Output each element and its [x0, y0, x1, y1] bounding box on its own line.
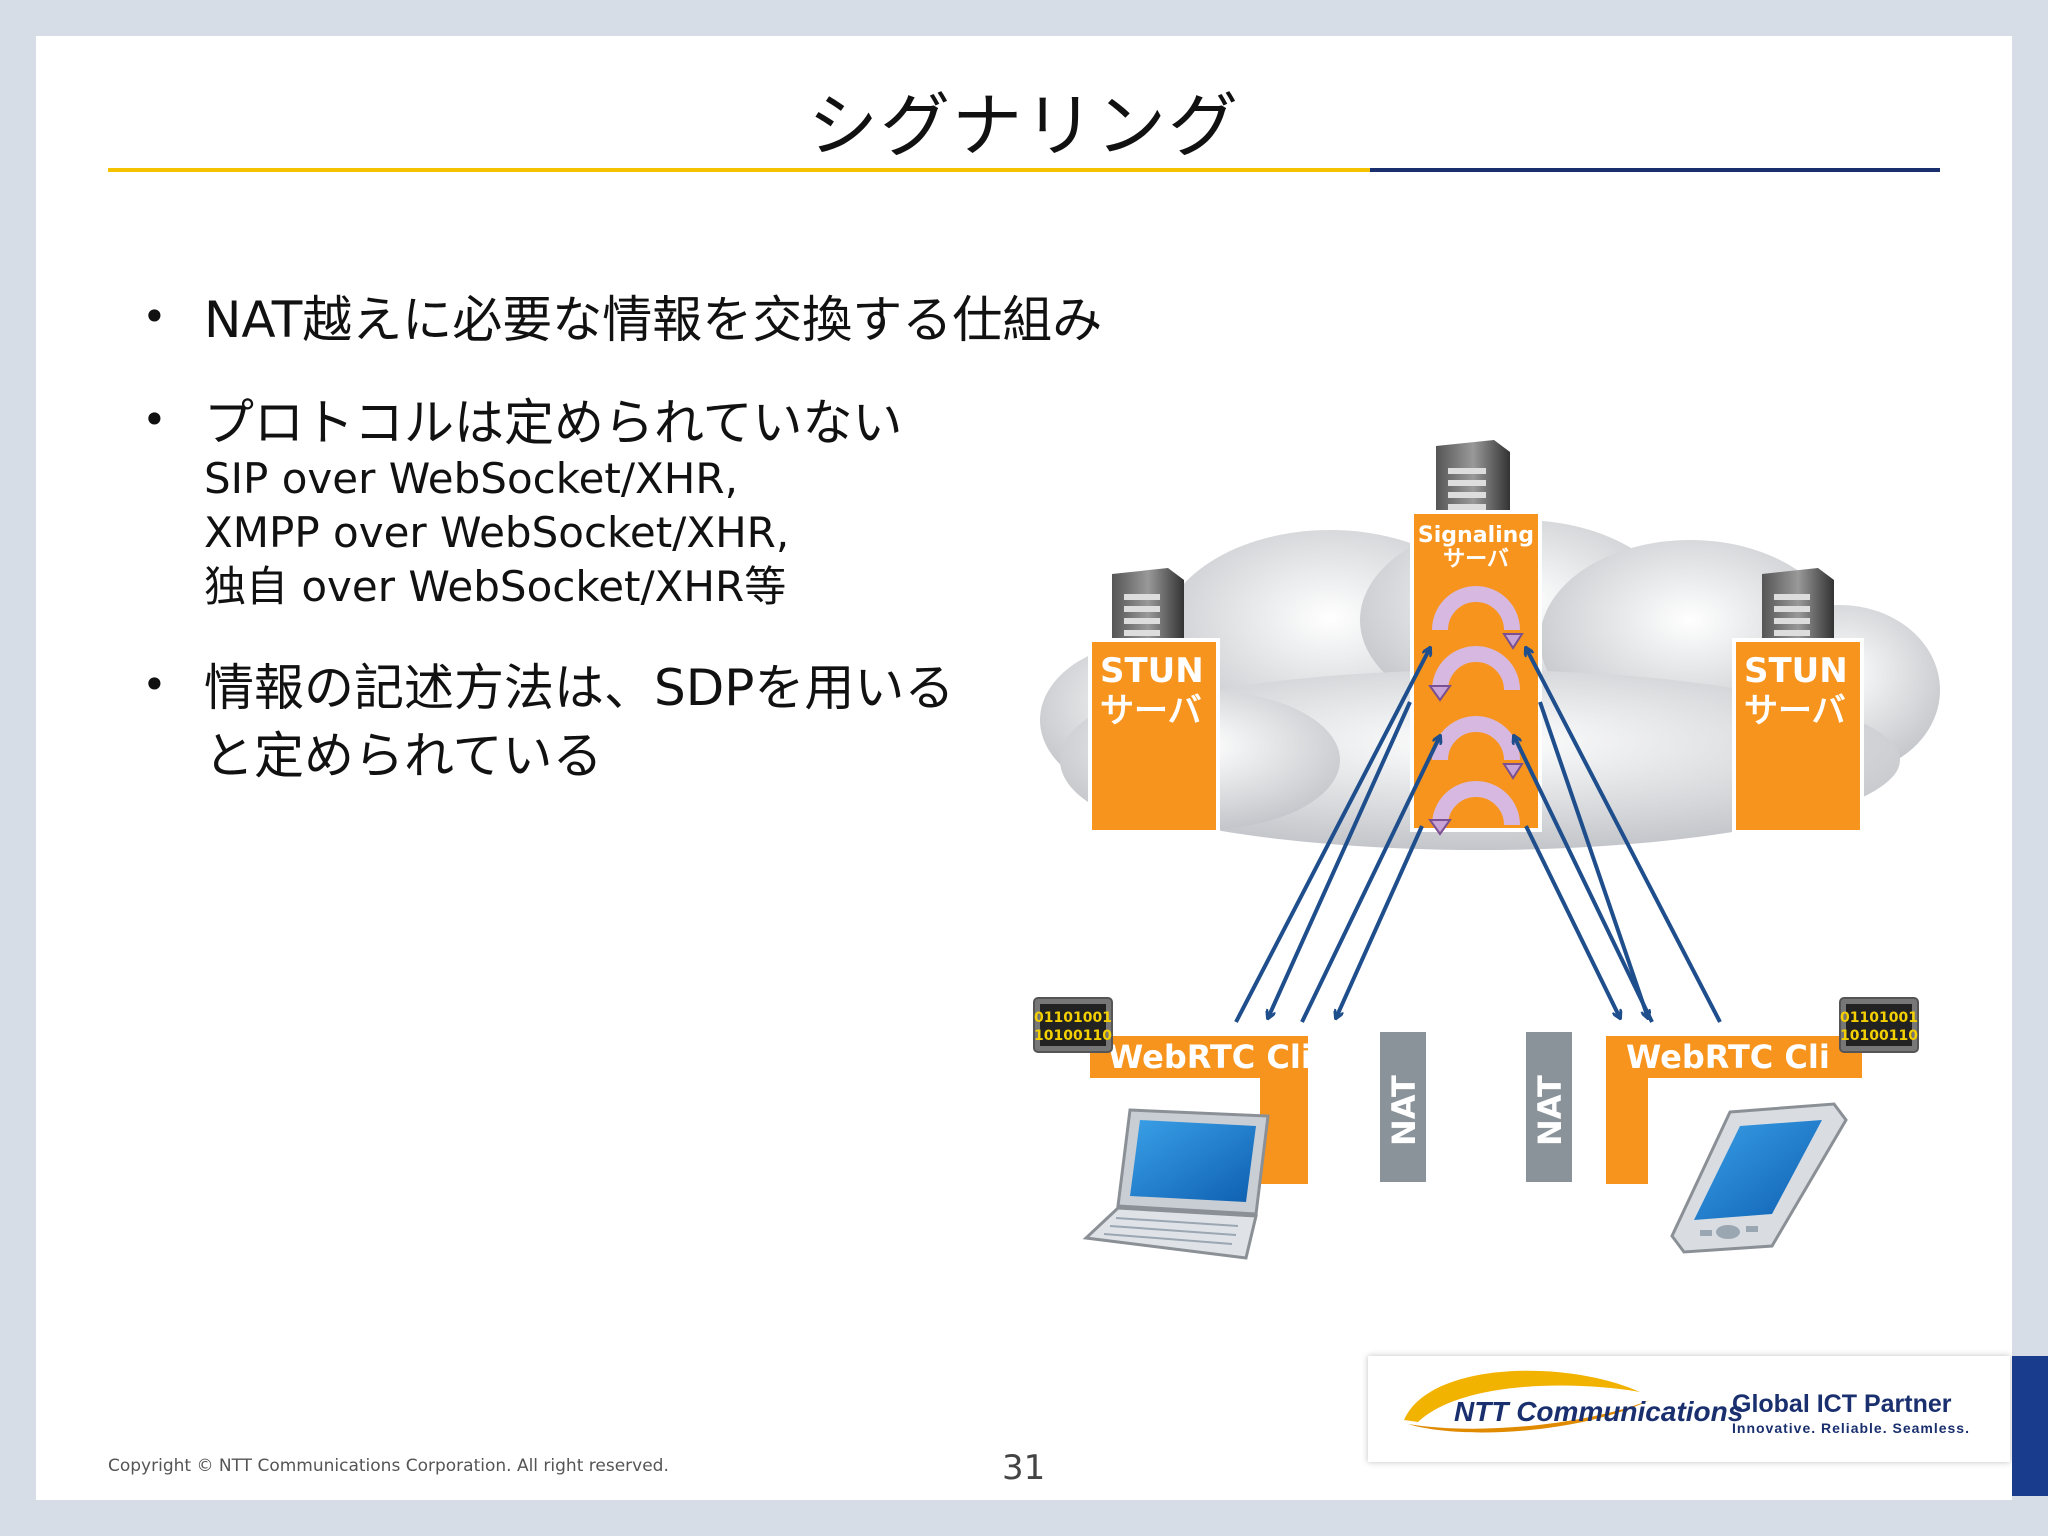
copyright-notice: Copyright © NTT Communications Corporati…: [108, 1456, 669, 1476]
svg-text:10100110: 10100110: [1034, 1028, 1112, 1044]
exchange-arrows-icon: [1432, 586, 1520, 826]
stun-label-1: STUN: [1744, 651, 1848, 691]
bullet-2-sub-1: SIP over WebSocket/XHR,: [204, 454, 738, 503]
title-underline-navy: [1370, 168, 1940, 172]
bullet-2-sub-2: XMPP over WebSocket/XHR,: [204, 508, 790, 557]
svg-text:10100110: 10100110: [1840, 1028, 1918, 1044]
server-icon: [1762, 568, 1834, 642]
stun-label-2: サーバ: [1100, 691, 1202, 731]
bullet-2-text: プロトコルは定められていない: [204, 394, 903, 452]
stun-server-box-right: [1732, 638, 1864, 834]
signaling-label-1: Signaling: [1418, 523, 1534, 548]
nat-label: NAT: [1385, 1075, 1423, 1146]
laptop-icon: [1082, 1108, 1270, 1260]
mobile-phone-icon: [1670, 1102, 1848, 1254]
signaling-arrows: [1234, 648, 1722, 1023]
title-underline-yellow: [108, 168, 1370, 172]
stun-label-1: STUN: [1100, 651, 1204, 691]
webrtc-client-label: WebRTC Cli: [1626, 1038, 1830, 1076]
signaling-server-box: [1410, 510, 1542, 832]
nat-box-right: [1522, 1028, 1576, 1186]
stun-label-2: サーバ: [1744, 691, 1846, 731]
page-number: 31: [1002, 1448, 1046, 1488]
nat-label: NAT: [1531, 1075, 1569, 1146]
slide-title: シグナリング: [808, 85, 1240, 167]
bullet-3-line-1: 情報の記述方法は、SDPを用いる: [204, 659, 955, 717]
svg-text:01101001: 01101001: [1034, 1010, 1112, 1026]
svg-text:01101001: 01101001: [1840, 1010, 1918, 1026]
bullet-marker: •: [142, 395, 167, 444]
webrtc-client-label: WebRTC Cli: [1108, 1038, 1312, 1076]
logo-tagline: Global ICT Partner: [1732, 1390, 1952, 1418]
ntt-communications-logo: NTT Communications: [1454, 1396, 1744, 1427]
bullet-marker: •: [142, 292, 167, 341]
right-edge-accent: [2012, 1356, 2048, 1496]
bullet-2-sub-3: 独自 over WebSocket/XHR等: [204, 562, 787, 611]
binary-data-icon: 01101001 10100110: [1839, 997, 1919, 1053]
logo-subtagline: Innovative. Reliable. Seamless.: [1732, 1420, 1970, 1436]
signaling-label-2: サーバ: [1443, 547, 1509, 572]
bullet-marker: •: [142, 660, 167, 709]
bullet-1-text: NAT越えに必要な情報を交換する仕組み: [204, 291, 1103, 349]
binary-data-icon: 01101001 10100110: [1033, 997, 1113, 1053]
server-icon: [1436, 440, 1510, 518]
stun-server-box-left: [1088, 638, 1220, 834]
server-icon: [1112, 568, 1184, 642]
nat-box-left: [1376, 1028, 1430, 1186]
bullet-3-line-2: と定められている: [204, 727, 603, 785]
